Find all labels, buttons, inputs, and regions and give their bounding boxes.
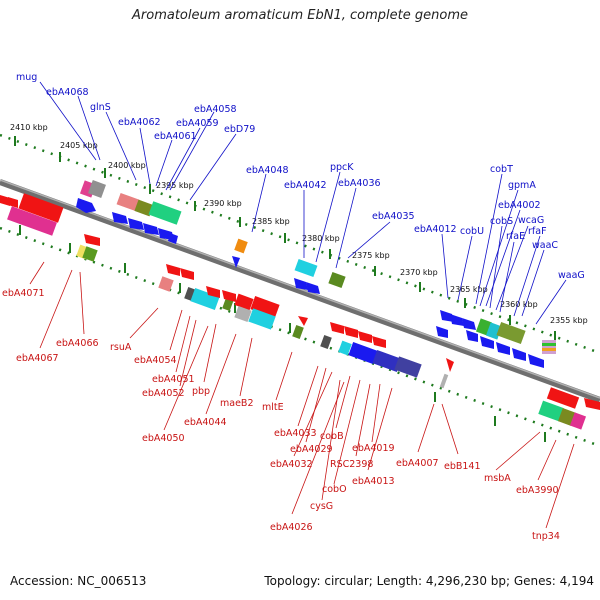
gene-label: ebA4052 <box>142 388 185 399</box>
forward-genes <box>76 180 556 354</box>
gene-label: pbp <box>192 386 210 397</box>
tick-label: 2385 kbp <box>252 217 290 226</box>
backbone <box>0 179 600 403</box>
tick-label: 2370 kbp <box>400 268 438 277</box>
gene-label: ebA4036 <box>338 178 381 189</box>
gene-label: ebA4026 <box>270 522 313 533</box>
gene-label: rfaF <box>528 226 547 237</box>
gene-label: ebA4048 <box>246 165 289 176</box>
top-leaders <box>39 81 567 325</box>
gene-label: ebA4050 <box>142 433 185 444</box>
gene-label: cobB <box>320 431 344 442</box>
gene-label: ebA4071 <box>2 288 45 299</box>
gene-label: ebA4002 <box>498 200 541 211</box>
gene-label: glnS <box>90 102 111 113</box>
gene-label: wcaG <box>518 215 544 226</box>
gene-label: ebA3990 <box>516 485 559 496</box>
gene-label: maeB2 <box>220 398 253 409</box>
gene-label: waaC <box>532 240 558 251</box>
tick-label: 2410 kbp <box>10 123 48 132</box>
gene-label: ebD79 <box>224 124 255 135</box>
tick-label: 2355 kbp <box>550 316 588 325</box>
gene-label: RSC2398 <box>330 459 373 470</box>
strand-arrows <box>466 330 544 368</box>
gene-label: cobT <box>490 164 513 175</box>
tick-label: 2360 kbp <box>500 300 538 309</box>
gene-label: rfaE <box>506 231 525 242</box>
tick-label: 2400 kbp <box>108 161 146 170</box>
gene-label: ebA4007 <box>396 458 439 469</box>
gene-label: waaG <box>558 270 585 281</box>
gene-label: mltE <box>262 402 284 413</box>
gene-label: mug <box>16 72 37 83</box>
tick-label: 2380 kbp <box>302 234 340 243</box>
tick-guides <box>0 133 600 448</box>
gene-label: ebA4032 <box>270 459 313 470</box>
gene-label: ppcK <box>330 162 354 173</box>
gene-label: ebA4054 <box>134 355 177 366</box>
gene-label: ebB141 <box>444 461 481 472</box>
reverse-genes <box>0 193 600 430</box>
tick-label: 2390 kbp <box>204 199 242 208</box>
gene-label: ebA4033 <box>274 428 317 439</box>
gene-label: ebA4013 <box>352 476 395 487</box>
gene-label: ebA4068 <box>46 87 89 98</box>
gene-label: rsuA <box>110 342 132 353</box>
gene-label: cysG <box>310 501 333 512</box>
gene-label: ebA4051 <box>152 374 195 385</box>
accession-text: Accession: NC_006513 <box>10 574 147 588</box>
gene-label: ebA4042 <box>284 180 327 191</box>
bottom-gene-labels: ebA4071 ebA4067 ebA4066 rsuA ebA4054 ebA… <box>2 288 560 542</box>
gene-label: ebA4061 <box>154 131 197 142</box>
gene-label: cobS <box>490 216 513 227</box>
gene-label: ebA4019 <box>352 443 395 454</box>
tick-label: 2375 kbp <box>352 251 390 260</box>
gene-label: cobO <box>322 484 347 495</box>
tick-label: 2365 kbp <box>450 285 488 294</box>
gene-label: ebA4058 <box>194 104 237 115</box>
gene-label: msbA <box>484 473 511 484</box>
gene-label: gpmA <box>508 180 536 191</box>
top-gene-labels: mug ebA4068 glnS ebA4062 ebA4061 ebA4059… <box>16 72 585 281</box>
bottom-leaders <box>29 261 575 529</box>
tick-labels: 2410 kbp 2405 kbp 2400 kbp 2395 kbp 2390… <box>10 123 588 325</box>
gene-label: ebA4029 <box>290 444 333 455</box>
tick-label: 2395 kbp <box>156 181 194 190</box>
gene-label: tnp34 <box>532 531 560 542</box>
tick-label: 2405 kbp <box>60 141 98 150</box>
gene-label: ebA4035 <box>372 211 415 222</box>
gene-label: ebA4062 <box>118 117 161 128</box>
map-title: Aromatoleum aromaticum EbN1, complete ge… <box>132 8 468 23</box>
genome-summary-text: Topology: circular; Length: 4,296,230 bp… <box>264 574 594 588</box>
gene-label: ebA4066 <box>56 338 99 349</box>
gene-label: ebA4012 <box>414 224 457 235</box>
gene-label: ebA4067 <box>16 353 59 364</box>
gene-label: cobU <box>460 226 484 237</box>
gene-label: ebA4059 <box>176 118 219 129</box>
gene-label: ebA4044 <box>184 417 227 428</box>
